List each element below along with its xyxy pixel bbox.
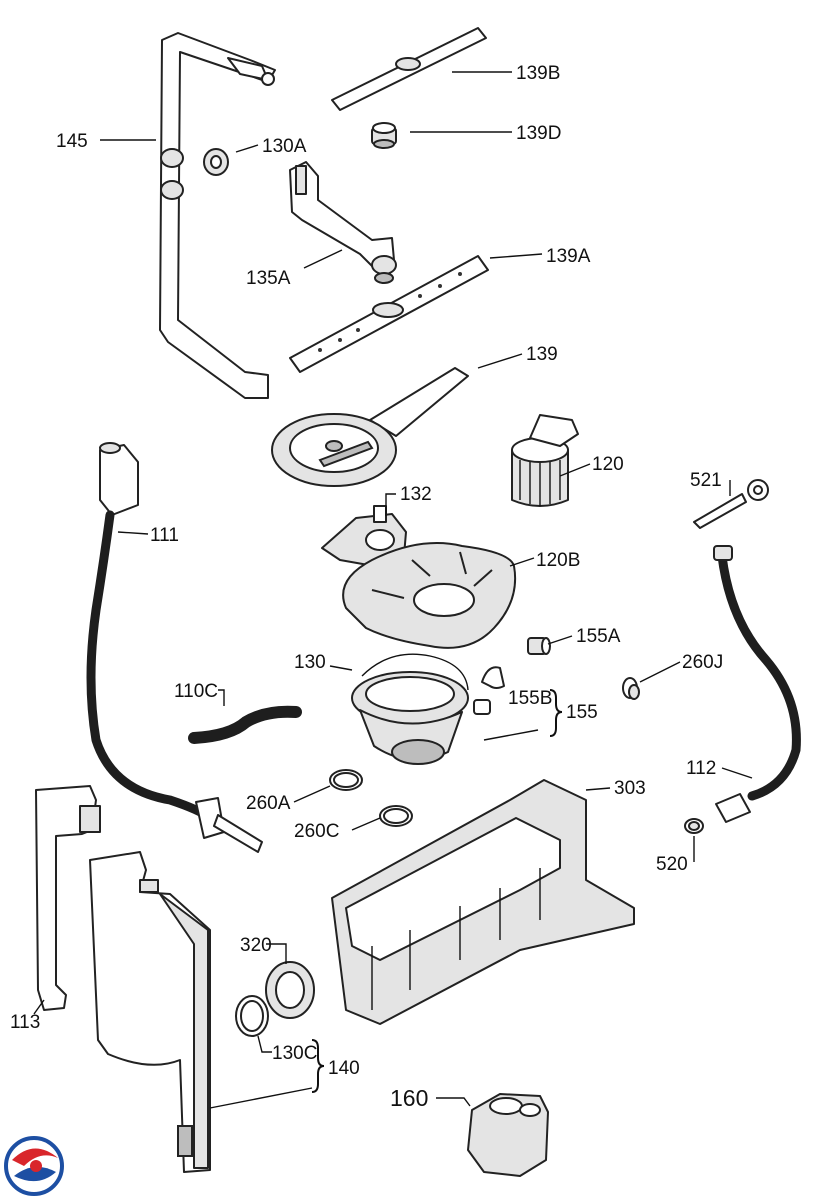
label-130A: 130A: [262, 136, 307, 157]
label-520: 520: [656, 854, 688, 875]
part-135A-arm-support: [289, 161, 397, 284]
label-139D: 139D: [516, 123, 561, 144]
label-320: 320: [240, 935, 272, 956]
label-521: 521: [690, 470, 722, 491]
part-labels: 145 130A 139B 139D 135A 139A 139 120 521…: [10, 63, 723, 1111]
label-111: 111: [150, 525, 179, 546]
part-130-sump-seal: [361, 653, 469, 691]
part-155-sump-assembly: [351, 671, 491, 765]
part-111-drain-hose: [86, 442, 263, 853]
part-139A-middle-spray-arm: [289, 255, 489, 373]
part-320-seal: [265, 961, 315, 1019]
brand-logo-icon: [4, 1136, 64, 1196]
part-110C-hose: [188, 705, 302, 744]
part-160-pump: [467, 1093, 549, 1177]
part-112-inlet-hose: [713, 545, 801, 823]
label-155B: 155B: [508, 688, 552, 709]
part-303-base: [331, 779, 635, 1025]
brace-140: [311, 1039, 325, 1093]
label-140: 140: [328, 1058, 360, 1079]
part-130C-seal: [235, 995, 269, 1037]
part-139D-nut: [371, 122, 397, 149]
label-120: 120: [592, 454, 624, 475]
label-155A: 155A: [576, 626, 621, 647]
part-520-clamp: [684, 818, 704, 834]
part-139B-upper-spray-arm: [331, 27, 487, 111]
label-135A: 135A: [246, 268, 291, 289]
part-140-door-panel: [89, 851, 211, 1173]
part-139-lower-spray-arm: [271, 367, 469, 487]
label-130: 130: [294, 652, 326, 673]
part-145-supply-tube: [159, 32, 276, 399]
label-260A: 260A: [246, 793, 291, 814]
label-160: 160: [390, 1085, 428, 1111]
label-155: 155: [566, 702, 598, 723]
label-110C: 110C: [174, 681, 218, 702]
label-130C: 130C: [272, 1043, 317, 1064]
label-113: 113: [10, 1012, 40, 1033]
label-139A: 139A: [546, 246, 591, 267]
part-130A-seal: [203, 148, 229, 176]
label-260J: 260J: [682, 652, 723, 673]
part-155B-bracket: [481, 666, 505, 689]
label-132: 132: [400, 484, 432, 505]
brace-155: [549, 689, 563, 737]
part-260C-clamp: [379, 805, 413, 827]
part-113-vent-duct: [35, 785, 101, 1011]
label-145: 145: [56, 131, 88, 152]
leader-lines: [33, 71, 753, 1109]
label-112: 112: [686, 758, 716, 779]
part-521-clip: [693, 479, 769, 529]
part-260A-clamp: [329, 769, 363, 791]
label-260C: 260C: [294, 821, 339, 842]
label-139: 139: [526, 344, 558, 365]
part-260J-clamp: [622, 677, 640, 700]
label-120B: 120B: [536, 550, 580, 571]
part-120-filter: [511, 414, 579, 507]
label-139B: 139B: [516, 63, 560, 84]
label-303: 303: [614, 778, 646, 799]
part-120B-filter-plate: [342, 542, 517, 649]
part-155A-fitting: [527, 637, 551, 655]
